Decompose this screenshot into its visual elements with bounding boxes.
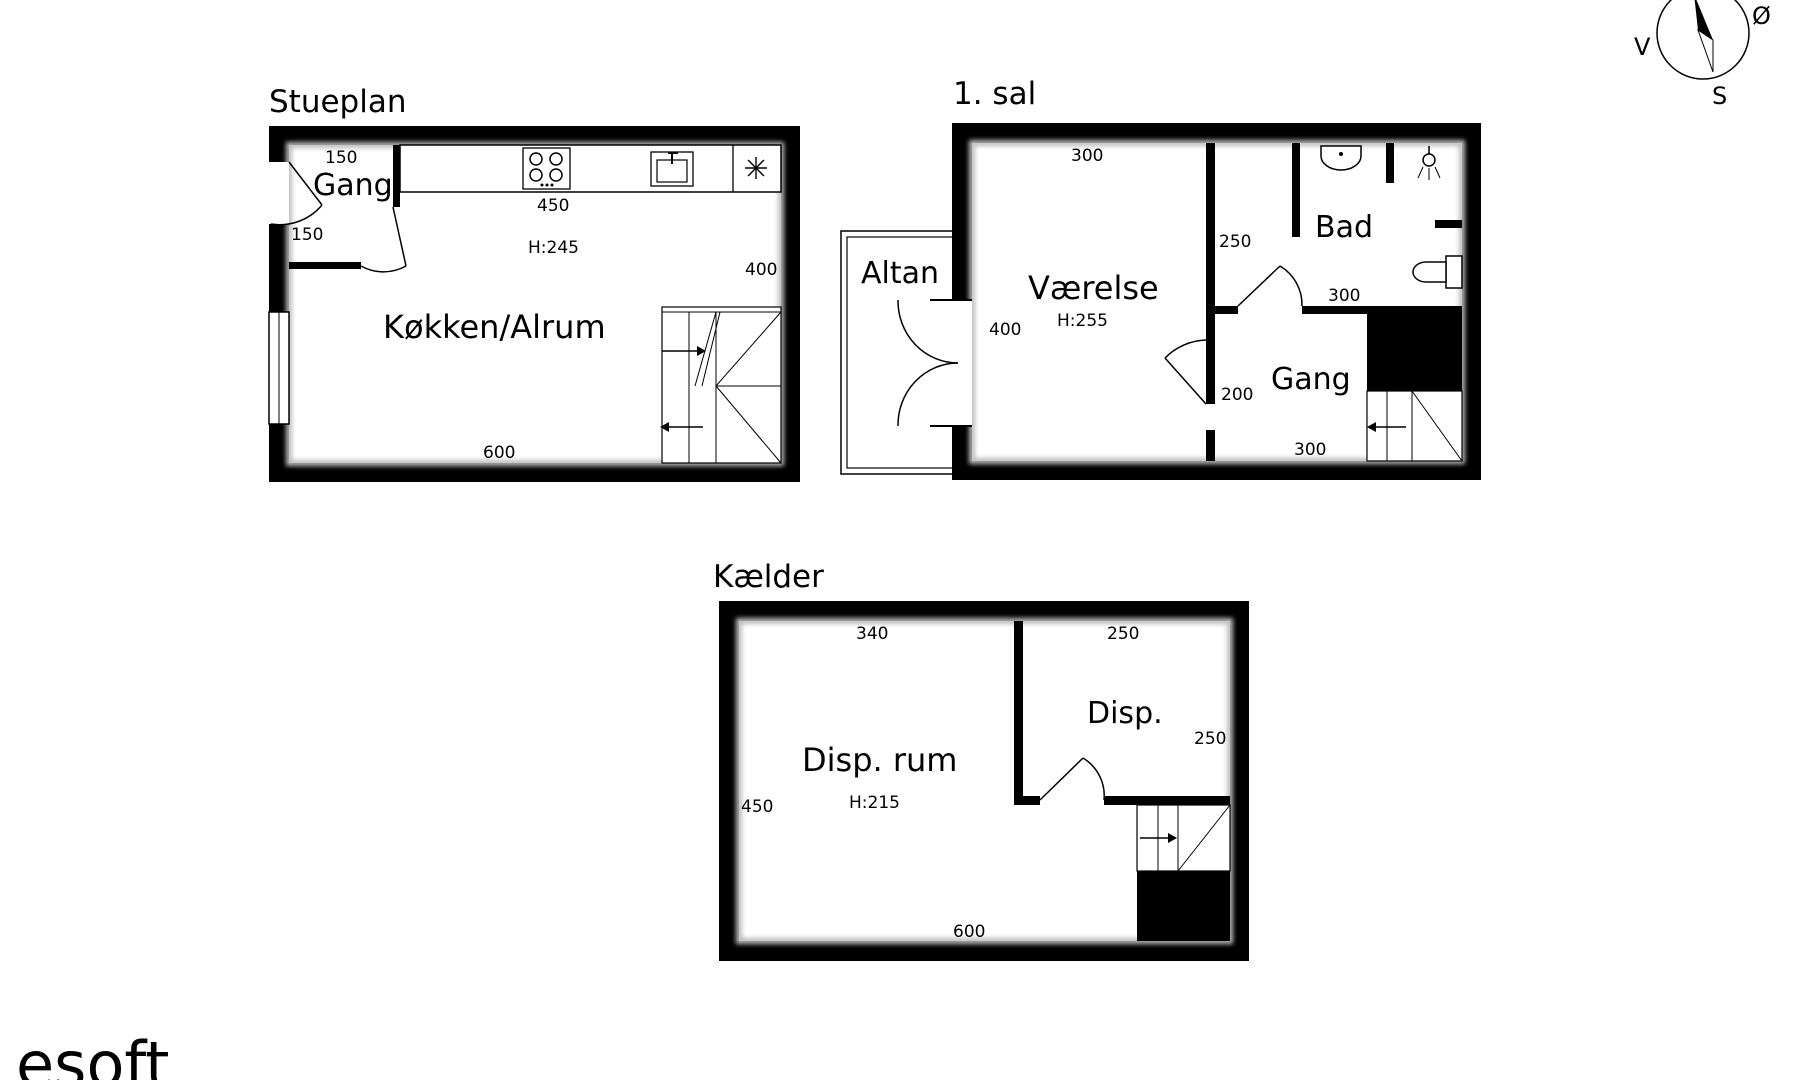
compass-south: S bbox=[1712, 82, 1727, 110]
staircase bbox=[1366, 390, 1463, 462]
dim-disp-depth: 250 bbox=[1194, 729, 1226, 749]
basement: Kælder 340 250 Disp. 250 Disp. rum H:215 bbox=[713, 559, 1249, 961]
kitchen-counter bbox=[399, 144, 782, 193]
disp-west-wall bbox=[1014, 621, 1023, 804]
basement-ceiling-height: H:215 bbox=[849, 793, 900, 813]
bad-door bbox=[1237, 265, 1281, 307]
ground-ceiling-height: H:245 bbox=[528, 238, 579, 258]
compass-needle-icon bbox=[1694, 0, 1714, 73]
toilet-icon bbox=[1412, 255, 1463, 289]
compass-west: V bbox=[1634, 33, 1651, 61]
staircase bbox=[1136, 804, 1231, 872]
room-label-gang-1: Gang bbox=[1271, 362, 1351, 397]
stair-void bbox=[1137, 871, 1230, 941]
stair-arrow-icon bbox=[662, 346, 706, 356]
room-label-bad: Bad bbox=[1315, 210, 1373, 245]
dim-total-width: 600 bbox=[483, 443, 515, 463]
dim-vaerelse-width: 300 bbox=[1071, 146, 1103, 166]
dim-disp-rum-depth: 450 bbox=[741, 797, 773, 817]
balcony-door-opening bbox=[952, 300, 972, 426]
washbasin-icon bbox=[1320, 145, 1362, 171]
fridge-icon bbox=[732, 145, 767, 192]
stair-void bbox=[1367, 314, 1462, 391]
room-label-altan: Altan bbox=[861, 256, 939, 291]
gang-partition-wall bbox=[393, 145, 400, 207]
dim-gang-depth: 200 bbox=[1221, 385, 1253, 405]
dim-bad-width: 300 bbox=[1328, 286, 1360, 306]
sink-icon bbox=[650, 151, 694, 187]
room-label-disp: Disp. bbox=[1087, 696, 1163, 731]
room-label-disp-rum: Disp. rum bbox=[802, 741, 957, 779]
basement-title: Kælder bbox=[713, 559, 824, 595]
dim-basement-total-width: 600 bbox=[953, 922, 985, 942]
dim-bad-depth: 250 bbox=[1219, 232, 1251, 252]
compass-east: Ø bbox=[1752, 2, 1771, 30]
dim-vaerelse-depth: 400 bbox=[989, 320, 1021, 340]
dim-kitchen-depth: 400 bbox=[745, 260, 777, 280]
disp-south-wall bbox=[1104, 796, 1230, 805]
first-ceiling-height: H:255 bbox=[1057, 311, 1108, 331]
disp-door bbox=[1039, 757, 1084, 801]
vaerelse-east-wall bbox=[1206, 143, 1215, 404]
entrance-opening bbox=[269, 162, 289, 224]
bad-south-wall bbox=[1302, 306, 1462, 314]
dim-gang-width: 300 bbox=[1294, 440, 1326, 460]
room-label-gang: Gang bbox=[313, 168, 393, 203]
bad-west-wall bbox=[1292, 143, 1300, 237]
dim-disp-width: 250 bbox=[1107, 624, 1139, 644]
entrance-door-swing bbox=[270, 204, 323, 226]
stair-arrow-icon bbox=[1140, 833, 1177, 843]
esoft-logo: esoft bbox=[16, 1028, 169, 1080]
dim-gang-width: 150 bbox=[325, 148, 357, 168]
balcony-door-swing bbox=[897, 299, 959, 364]
vaerelse-door bbox=[1164, 357, 1207, 405]
gang-door bbox=[392, 206, 407, 267]
entrance-door bbox=[288, 161, 323, 206]
first-floor-title: 1. sal bbox=[953, 76, 1036, 112]
room-label-kitchen: Køkken/Alrum bbox=[383, 308, 606, 346]
dim-kitchen-width: 450 bbox=[537, 196, 569, 216]
ground-floor-title: Stueplan bbox=[269, 84, 407, 120]
balcony bbox=[840, 230, 954, 475]
dim-gang-height: 150 bbox=[291, 225, 323, 245]
shower-icon bbox=[1417, 146, 1441, 180]
compass: V Ø S bbox=[1634, 0, 1771, 110]
ground-floor: Stueplan bbox=[268, 84, 800, 482]
stove-icon bbox=[522, 147, 571, 190]
gang-bottom-wall bbox=[289, 262, 361, 269]
logo-text: esoft bbox=[16, 1028, 169, 1080]
stair-arrow-icon bbox=[660, 422, 703, 432]
staircase bbox=[660, 306, 782, 464]
first-floor: 1. sal bbox=[840, 76, 1481, 480]
dim-disp-rum-width: 340 bbox=[856, 624, 888, 644]
stair-arrow-icon bbox=[1367, 422, 1406, 432]
room-label-vaerelse: Værelse bbox=[1028, 269, 1159, 307]
